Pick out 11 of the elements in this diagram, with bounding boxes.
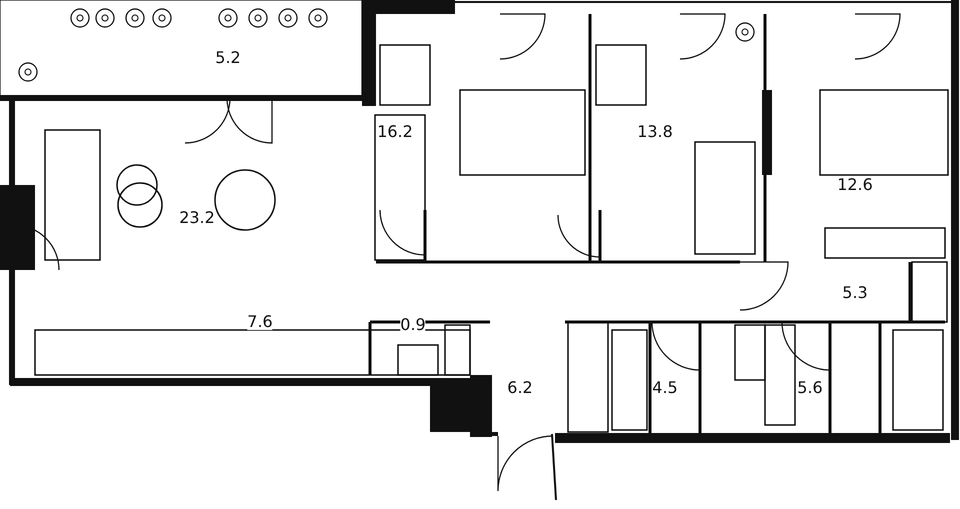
room-area-label: 6.2	[507, 380, 533, 396]
room-area-label: 13.8	[637, 124, 673, 140]
room-area-label: 7.6	[247, 314, 273, 330]
room-area-label: 4.5	[652, 380, 678, 396]
room-area-label: 0.9	[400, 317, 426, 333]
room-area-label: 5.2	[215, 50, 241, 66]
room-area-label: 16.2	[377, 124, 413, 140]
room-area-label: 5.3	[842, 285, 868, 301]
room-area-label: 5.6	[797, 380, 823, 396]
room-area-label: 23.2	[179, 210, 215, 226]
room-area-label: 12.6	[837, 177, 873, 193]
